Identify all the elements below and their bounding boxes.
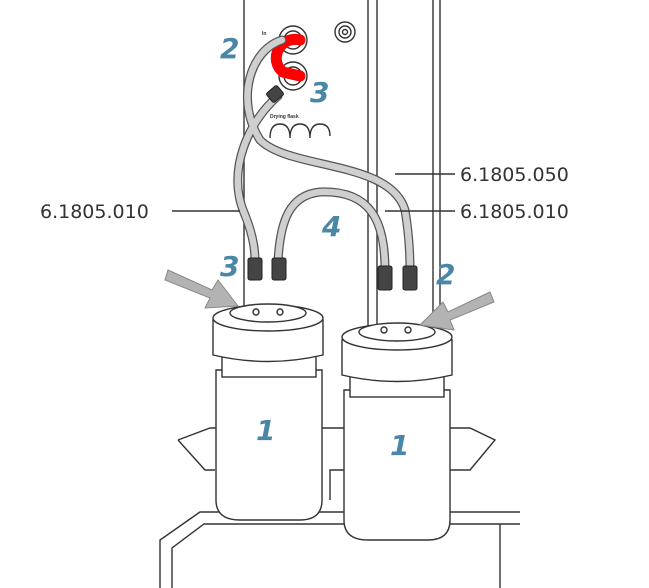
- label-connecting-tube: 4: [321, 210, 341, 243]
- callout-upper-right: 6.1805.050: [460, 164, 569, 186]
- highlighted-tube: [270, 33, 306, 82]
- bottle-right: [341, 322, 453, 541]
- base-stand: [159, 511, 520, 588]
- port-extra: [334, 21, 356, 43]
- callout-left: 6.1805.010: [40, 201, 149, 223]
- label-port-bottom: 3: [310, 76, 329, 109]
- tube-fittings: [247, 85, 418, 291]
- bottle-left: [212, 303, 324, 521]
- label-bottle-right: 1: [390, 429, 409, 462]
- panel-symbol: [269, 123, 331, 139]
- callout-lower-right: 6.1805.010: [460, 201, 569, 223]
- label-port-top: 2: [220, 32, 239, 65]
- port-in-label: In: [262, 31, 266, 37]
- label-tube-right-end: 2: [436, 258, 455, 291]
- label-bottle-left: 1: [256, 414, 275, 447]
- tubing: [233, 35, 415, 275]
- arrow-left-icon: [164, 269, 239, 309]
- label-tube-left-end: 3: [220, 250, 239, 283]
- bottle-holder: [177, 427, 497, 500]
- drying-flask-label: Drying flask: [270, 114, 299, 120]
- arrow-right-icon: [418, 291, 495, 331]
- callout-lines: [172, 173, 455, 212]
